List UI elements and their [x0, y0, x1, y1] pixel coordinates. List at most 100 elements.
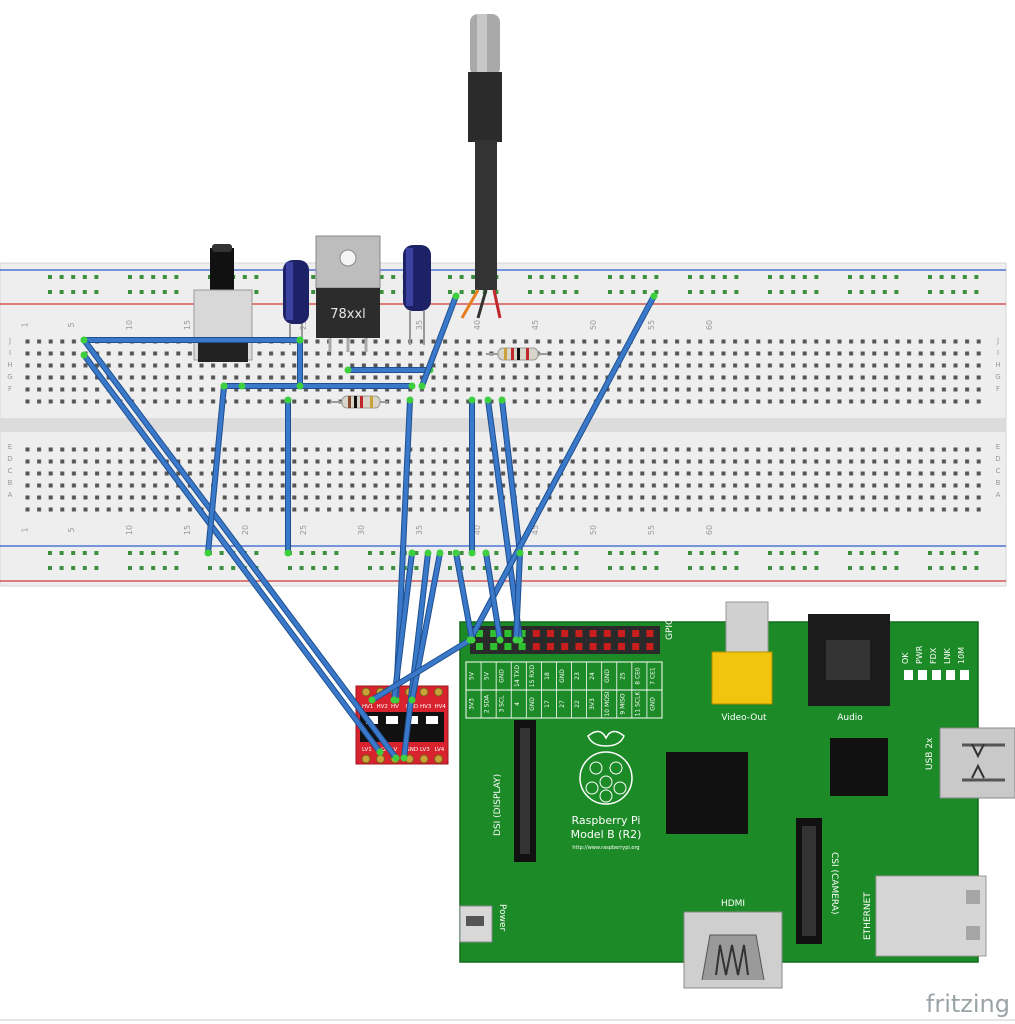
rail-hole	[379, 290, 384, 294]
rail-hole	[711, 275, 716, 279]
rail-hole	[139, 275, 144, 279]
rail-hole	[871, 290, 876, 294]
gpio-pin-label: GND	[529, 697, 536, 711]
rail-hole	[128, 290, 132, 294]
gpio-pin-label: 3V3	[469, 698, 476, 710]
rail-hole	[562, 551, 567, 555]
rail-hole	[471, 566, 476, 570]
rail-hole	[71, 275, 76, 279]
rail-hole	[334, 566, 339, 570]
rail-hole	[94, 551, 99, 555]
rail-hole	[162, 275, 167, 279]
wire-end	[392, 754, 400, 762]
wire-end	[406, 396, 414, 404]
column-number-bottom: 25	[299, 525, 308, 535]
rail-hole	[48, 551, 52, 555]
rail-hole	[962, 566, 967, 570]
rail-hole	[974, 290, 979, 294]
rail-hole	[688, 290, 692, 294]
audio-jack: Audio	[808, 614, 890, 723]
rail-hole	[699, 551, 704, 555]
rail-hole	[494, 551, 499, 555]
rail-hole	[448, 566, 452, 570]
gpio-pin	[504, 643, 512, 650]
rail-hole	[471, 290, 476, 294]
wire-end	[220, 382, 228, 390]
rail-hole	[608, 290, 612, 294]
rail-hole	[162, 566, 167, 570]
rail-hole	[734, 290, 739, 294]
shifter-pin-label: LV3	[420, 747, 430, 753]
rail-hole	[322, 566, 327, 570]
gpio-pin	[561, 643, 569, 650]
shifter-pin-label: HV	[391, 704, 399, 710]
gpio-pin	[476, 643, 483, 650]
gpio-pin	[646, 630, 654, 637]
rail-hole	[802, 275, 807, 279]
shifter-pin-label: GND	[406, 747, 419, 753]
rail-hole	[642, 566, 647, 570]
rail-hole	[779, 551, 784, 555]
ethernet-label: ETHERNET	[863, 892, 873, 940]
rail-hole	[791, 551, 796, 555]
rail-hole	[174, 551, 179, 555]
rail-hole	[368, 566, 372, 570]
wire	[420, 294, 458, 388]
rail-hole	[459, 290, 464, 294]
rail-hole	[322, 551, 327, 555]
rail-hole	[379, 566, 384, 570]
rail-hole	[722, 566, 727, 570]
rail-hole	[528, 566, 532, 570]
rail-hole	[939, 566, 944, 570]
gpio-pin	[589, 643, 597, 650]
row-letter: I	[997, 349, 999, 357]
ethernet-connector: ETHERNET	[863, 875, 987, 957]
rail-hole	[802, 290, 807, 294]
wire-end	[452, 549, 460, 557]
rail-hole	[859, 290, 864, 294]
column-number-top: 35	[415, 320, 424, 330]
wire-end	[466, 636, 474, 644]
rail-hole	[299, 566, 304, 570]
led-label: PWR	[915, 645, 924, 664]
rail-hole	[494, 566, 499, 570]
gpio-pin	[575, 643, 583, 650]
column-number-bottom: 40	[473, 525, 482, 535]
gpio-pin-label: GND	[649, 697, 656, 711]
rail-hole	[528, 551, 532, 555]
gpio-pin-label: 10 MOSI	[604, 691, 611, 716]
gpio-pin-label: 14 TXD	[514, 665, 521, 687]
gpio-label: GPIO	[665, 618, 675, 640]
wire-end	[80, 336, 88, 344]
video-out-connector: Video-Out	[711, 601, 773, 723]
rail-hole	[608, 566, 612, 570]
rail-hole	[242, 275, 247, 279]
temperature-probe	[460, 14, 502, 319]
shifter-pin	[376, 754, 385, 764]
rail-hole	[231, 566, 236, 570]
rail-hole	[871, 275, 876, 279]
rail-hole	[82, 551, 87, 555]
rail-hole	[71, 290, 76, 294]
gpio-pin-label: GND	[499, 669, 506, 683]
gpio-pin-label: 25	[619, 672, 626, 680]
rail-hole	[59, 290, 64, 294]
column-number-bottom: 50	[589, 525, 598, 535]
resistor-1	[330, 395, 388, 409]
wire-end	[516, 549, 524, 557]
rail-hole	[539, 551, 544, 555]
gpio-pin	[532, 630, 540, 637]
wire-end	[344, 366, 352, 374]
wire	[370, 638, 472, 702]
rail-hole	[82, 290, 87, 294]
wire-end	[408, 549, 416, 557]
rail-hole	[139, 551, 144, 555]
rail-hole	[962, 275, 967, 279]
rail-hole	[734, 566, 739, 570]
